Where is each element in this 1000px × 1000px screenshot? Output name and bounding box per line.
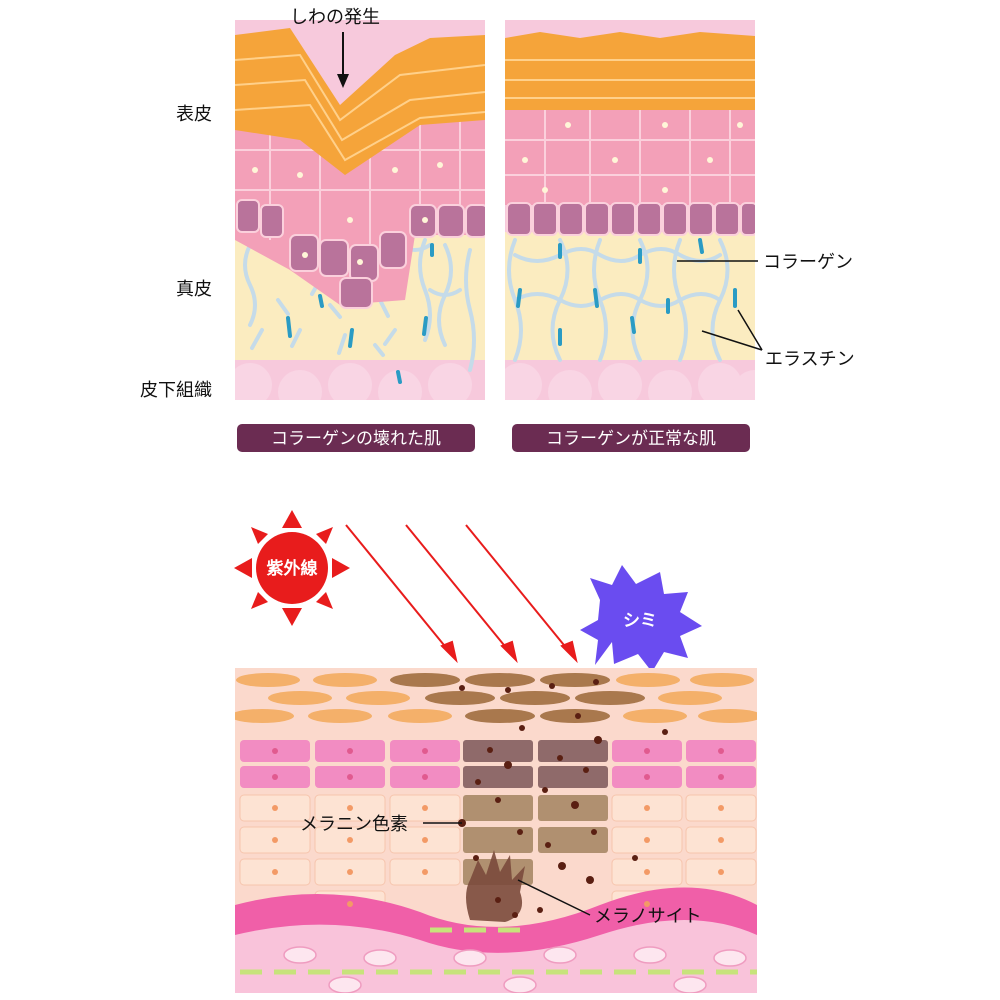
spot-badge-shape — [580, 565, 702, 672]
basal-cells-normal — [506, 202, 755, 236]
uv-label: 紫外線 — [267, 558, 318, 579]
normal-caption-box — [512, 424, 750, 452]
melanocyte-cell — [466, 850, 525, 922]
elastin-fibers-damaged — [286, 243, 434, 384]
horny-layer-lines-normal — [505, 59, 755, 99]
subcutaneous-label: 皮下組織 — [140, 380, 212, 401]
dermis-fibers — [240, 927, 757, 975]
dermis-base — [235, 920, 757, 993]
bottom-cell-nuclei — [272, 748, 724, 780]
elastin-pointer-2 — [701, 330, 763, 351]
normal-skin-panel — [505, 20, 755, 400]
wrinkle-label: しわの発生 — [290, 7, 380, 28]
normal-caption: コラーゲンが正常な肌 — [546, 429, 716, 449]
sun-icon — [234, 510, 350, 626]
melanocyte-pointer — [517, 879, 591, 916]
dermis-cells — [283, 946, 747, 993]
cell-nuclei-left — [252, 162, 443, 265]
elastin-fibers-normal — [516, 238, 737, 346]
fat-bumps — [235, 363, 472, 400]
damaged-caption-box — [237, 424, 475, 452]
elastin-pointer-1 — [737, 309, 763, 351]
basal-cells-damaged — [236, 199, 485, 309]
collagen-label: コラーゲン — [763, 252, 853, 273]
horny-layer-wrinkled — [235, 28, 485, 175]
spinous-cells-normal — [505, 100, 755, 205]
collagen-fibers-normal — [507, 238, 730, 362]
melanin-label: メラニン色素 — [300, 814, 408, 835]
horny-layer-lines — [235, 53, 485, 162]
elastin-label: エラスチン — [765, 349, 855, 370]
horny-cells — [235, 673, 757, 723]
fat-bumps-normal — [505, 363, 755, 400]
skin-cross-section — [235, 668, 757, 993]
horny-layer-normal — [505, 32, 755, 110]
uv-ray-arrows — [345, 524, 578, 664]
pigmented-horny-cells — [390, 673, 645, 723]
bottom-light-nuclei — [272, 805, 724, 907]
wrinkle-arrow — [337, 32, 349, 88]
damaged-caption: コラーゲンの壊れた肌 — [271, 429, 441, 449]
melanocyte-label: メラノサイト — [594, 906, 702, 927]
spot-label: シミ — [623, 611, 657, 631]
damaged-skin-panel — [235, 20, 485, 400]
dermis-label: 真皮 — [176, 279, 212, 300]
spinous-layer-normal — [505, 100, 755, 205]
melanin-granules — [458, 679, 668, 918]
cell-nuclei-right — [522, 122, 743, 193]
epidermis-label: 表皮 — [176, 104, 212, 125]
broken-collagen-fibers — [243, 238, 476, 372]
